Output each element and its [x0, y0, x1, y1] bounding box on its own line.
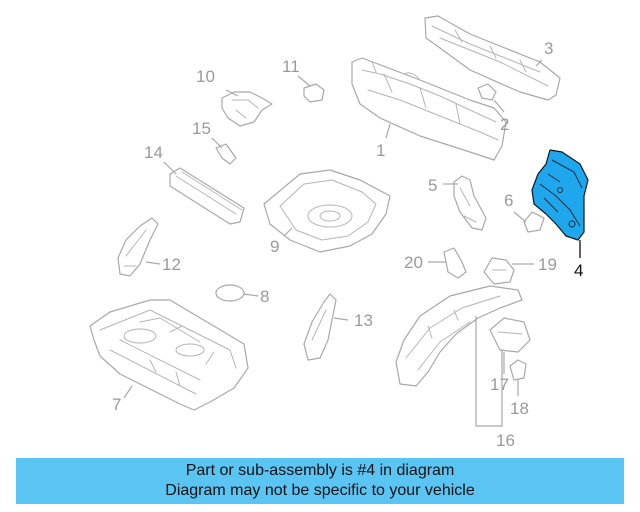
callout-1: 1 — [376, 141, 385, 160]
part-6-bracket[interactable] — [523, 211, 545, 233]
part-11-clip[interactable] — [303, 83, 325, 103]
callout-17: 17 — [490, 375, 509, 394]
part-3-rear-panel[interactable] — [424, 15, 561, 101]
callout-4: 4 — [574, 261, 583, 280]
callout-2: 2 — [500, 115, 509, 134]
callout-3: 3 — [544, 39, 553, 58]
part-18-clip[interactable] — [509, 359, 527, 381]
part-9-spare-tire-well[interactable] — [263, 169, 391, 253]
part-4-highlighted-panel[interactable] — [531, 149, 589, 241]
callout-19: 19 — [538, 255, 557, 274]
part-10-bracket[interactable] — [221, 91, 273, 127]
part-7-floor-pan[interactable] — [89, 299, 249, 411]
part-19-bracket[interactable] — [483, 257, 515, 285]
callout-16: 16 — [496, 431, 515, 450]
callout-15: 15 — [192, 119, 211, 138]
callout-6: 6 — [504, 191, 513, 210]
callout-5: 5 — [428, 176, 437, 195]
part-8-plug[interactable] — [215, 284, 245, 302]
part-13-bracket[interactable] — [303, 293, 337, 361]
callout-14: 14 — [144, 143, 163, 162]
part-20-bracket[interactable] — [443, 247, 467, 279]
parts-diagram: 1 2 3 4 5 6 7 8 9 10 11 12 13 14 15 16 1… — [89, 15, 589, 450]
info-banner: Part or sub-assembly is #4 in diagram Di… — [16, 458, 624, 504]
part-5-bracket[interactable] — [453, 175, 487, 231]
part-2-clip[interactable] — [477, 83, 497, 101]
part-16-side-member[interactable] — [395, 285, 523, 387]
part-15-bracket[interactable] — [215, 143, 237, 165]
banner-line-1: Part or sub-assembly is #4 in diagram — [185, 462, 455, 479]
callout-7: 7 — [112, 395, 121, 414]
part-1-back-panel[interactable] — [351, 57, 507, 161]
banner-line-2: Diagram may not be specific to your vehi… — [165, 482, 475, 499]
callout-8: 8 — [260, 287, 269, 306]
callout-13: 13 — [354, 311, 373, 330]
callout-9: 9 — [270, 237, 279, 256]
callout-12: 12 — [162, 255, 181, 274]
part-17-bracket[interactable] — [489, 317, 531, 353]
callout-18: 18 — [510, 399, 529, 418]
callout-11: 11 — [282, 57, 300, 76]
leader-lines — [123, 59, 581, 427]
part-12-bracket[interactable] — [117, 217, 159, 277]
callout-20: 20 — [404, 253, 423, 272]
callout-10: 10 — [196, 67, 215, 86]
part-14-rail[interactable] — [169, 167, 245, 225]
